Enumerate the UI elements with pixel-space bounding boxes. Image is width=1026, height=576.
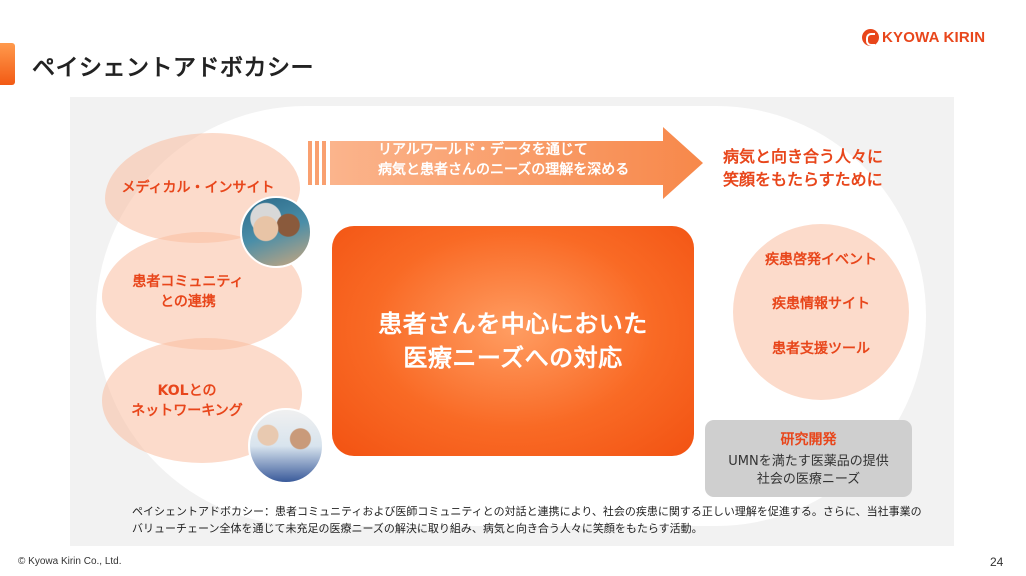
left-item-medical-insight: メディカル・インサイト [118, 178, 278, 198]
right-item-awareness-events: 疾患啓発イベント [765, 252, 877, 268]
right-item-patient-support-tools: 患者支援ツール [772, 341, 870, 357]
left-item-label: 患者コミュニティ [132, 274, 244, 290]
doctor-patient-photo-icon [248, 408, 324, 484]
research-line: 社会の医療ニーズ [756, 472, 861, 487]
page-title: ペイシェントアドボカシー [32, 55, 314, 81]
company-logo: KYOWA KIRIN [862, 26, 1002, 48]
left-item-label: ネットワーキング [131, 403, 243, 419]
arrow-caption-line: リアルワールド・データを通じて [378, 142, 588, 158]
footnote: ペイシェントアドボカシー：患者コミュニティおよび医師コミュニティとの対話と連携に… [132, 503, 922, 537]
left-item-label: KOLとの [157, 383, 217, 399]
footnote-line: バリューチェーン全体を通じて未充足の医療ニーズの解決に取り組み、病気と向き合う人… [132, 522, 703, 535]
kyowa-kirin-logo-mark-icon [862, 28, 879, 46]
logo-text: KYOWA KIRIN [882, 28, 986, 46]
right-item-disease-info-site: 疾患情報サイト [772, 296, 870, 312]
left-item-label: との連携 [160, 294, 216, 310]
research-box: 研究開発 UMNを満たす医薬品の提供 社会の医療ニーズ [705, 420, 912, 497]
patients-photo-icon [240, 196, 312, 268]
page-number: 24 [990, 555, 1004, 569]
outreach-circle [733, 224, 909, 400]
left-item-label: メディカル・インサイト [121, 180, 275, 196]
center-line: 医療ニーズへの対応 [403, 344, 623, 372]
center-line: 患者さんを中心においた [378, 310, 648, 338]
arrow-caption-line: 病気と患者さんのニーズの理解を深める [378, 162, 630, 178]
research-title: 研究開発 [780, 432, 837, 448]
goal-line: 病気と向き合う人々に [723, 147, 884, 166]
goal-statement: 病気と向き合う人々に 笑顔をもたらすために [723, 145, 883, 191]
research-line: UMNを満たす医薬品の提供 [728, 454, 889, 469]
footnote-line: ペイシェントアドボカシー：患者コミュニティおよび医師コミュニティとの対話と連携に… [132, 505, 922, 518]
copyright: © Kyowa Kirin Co., Ltd. [18, 556, 122, 567]
left-item-kol-networking: KOLとの ネットワーキング [112, 381, 262, 421]
patient-centered-box: 患者さんを中心においた 医療ニーズへの対応 [332, 226, 694, 456]
understanding-arrow [308, 127, 703, 199]
arrow-caption: リアルワールド・データを通じて 病気と患者さんのニーズの理解を深める [378, 140, 629, 180]
left-item-patient-community: 患者コミュニティ との連携 [118, 272, 258, 312]
goal-line: 笑顔をもたらすために [723, 170, 883, 189]
title-accent-bar [0, 43, 15, 85]
